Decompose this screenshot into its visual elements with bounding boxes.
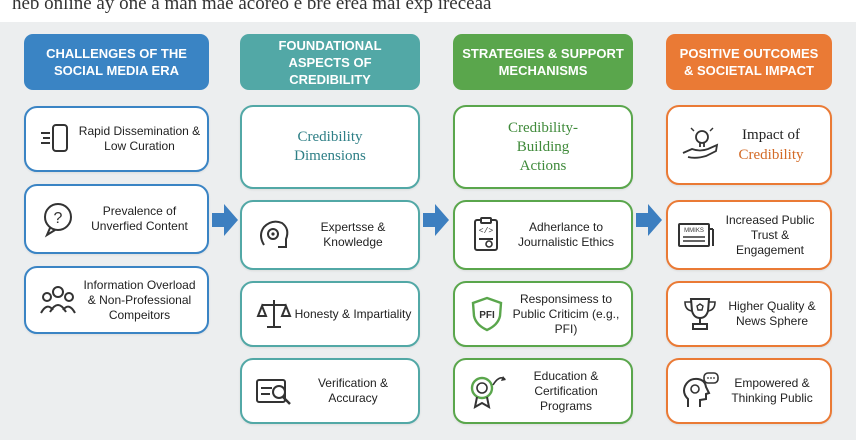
card-expertise: Expertsse & Knowledge: [240, 200, 420, 270]
cropped-top-text: heb online ay one a man mae acoreo e bre…: [0, 0, 856, 22]
header-outcomes: Positive Outcomes & Societal Impact: [666, 34, 832, 90]
card-empowered-public: Empowered & Thinking Public: [666, 358, 832, 424]
card-honesty: Honesty & Impartiality: [240, 281, 420, 347]
svg-text:</>: </>: [479, 227, 494, 236]
card-text: Empowered & Thinking Public: [731, 376, 813, 405]
pfi-badge-label: PFI: [479, 310, 495, 321]
trophy-icon: [680, 294, 720, 334]
card-text: Responsimess to Public Criticim (e.g., P…: [512, 291, 620, 336]
header-foundational: Foundational Aspects of Credibility: [240, 34, 420, 90]
code-clipboard-icon: </>: [467, 215, 507, 255]
card-text: Information Overload & Non-Professional …: [83, 277, 196, 322]
lightbulb-hand-icon: [680, 125, 720, 165]
arrow-right-icon: [423, 204, 449, 236]
card-text: Adherlance to Journalistic Ethics: [517, 220, 615, 249]
card-information-overload: Information Overload & Non-Professional …: [24, 266, 209, 334]
phone-swipe-icon: [38, 119, 78, 159]
card-education: Education & Certification Programs: [453, 358, 633, 424]
card-public-criticism: PFI Responsimess to Public Criticim (e.g…: [453, 281, 633, 347]
column-foundational: Foundational Aspects of Credibility: [240, 34, 420, 90]
pfi-badge-icon: PFI: [467, 294, 507, 334]
card-higher-quality: Higher Quality & News Sphere: [666, 281, 832, 347]
impact-title-line2: Credibility: [738, 147, 804, 163]
newspaper-masthead: MMIKS: [684, 228, 704, 234]
card-text: Education & Certification Programs: [533, 368, 599, 413]
card-public-trust: MMIKS Increased Public Trust & Engagemen…: [666, 200, 832, 270]
header-challenges: Challenges of the Social Media Era: [24, 34, 209, 90]
column-outcomes: Positive Outcomes & Societal Impact: [666, 34, 832, 90]
card-rapid-dissemination: Rapid Dissemination & Low Curation: [24, 106, 209, 172]
document-magnifier-icon: [254, 371, 294, 411]
card-unverified-content: ? Prevalence of Unverfied Content: [24, 184, 209, 254]
brain-gear-icon: [254, 215, 294, 255]
column-challenges: Challenges of the Social Media Era: [24, 34, 209, 90]
card-text: Honesty & Impartiality: [294, 306, 412, 321]
scales-icon: [254, 294, 294, 334]
card-text: Higher Quality & News Sphere: [728, 299, 816, 328]
newspaper-icon: MMIKS: [676, 215, 716, 255]
card-text: Expertsse & Knowledge: [320, 220, 386, 249]
head-speech-icon: [680, 371, 720, 411]
title-card-credibility-actions: Credibility-Building Actions: [453, 105, 633, 189]
title-card-impact: Impact of Credibility: [666, 105, 832, 185]
card-verification: Verification & Accuracy: [240, 358, 420, 424]
card-title: Credibility-Building Actions: [508, 119, 578, 174]
arrow-right-icon: [636, 204, 662, 236]
people-group-icon: [38, 280, 78, 320]
card-text: Increased Public Trust & Engagement: [725, 212, 815, 257]
question-bubble-icon: ?: [38, 199, 78, 239]
card-text: Rapid Dissemination & Low Curation: [78, 124, 201, 153]
impact-title: Impact of Credibility: [720, 125, 830, 165]
impact-title-line1: Impact of: [742, 127, 800, 143]
certificate-ribbon-icon: [467, 371, 507, 411]
header-strategies: Strategies & Support Mechanisms: [453, 34, 633, 90]
card-title: Credibility Dimensions: [294, 129, 366, 164]
card-text: Prevalence of Unverfied Content: [91, 204, 188, 233]
title-card-credibility-dimensions: Credibility Dimensions: [240, 105, 420, 189]
arrow-right-icon: [212, 204, 238, 236]
card-text: Verification & Accuracy: [317, 376, 389, 405]
column-strategies: Strategies & Support Mechanisms: [453, 34, 633, 90]
svg-text:?: ?: [54, 210, 63, 227]
card-journalistic-ethics: </> Adherlance to Journalistic Ethics: [453, 200, 633, 270]
